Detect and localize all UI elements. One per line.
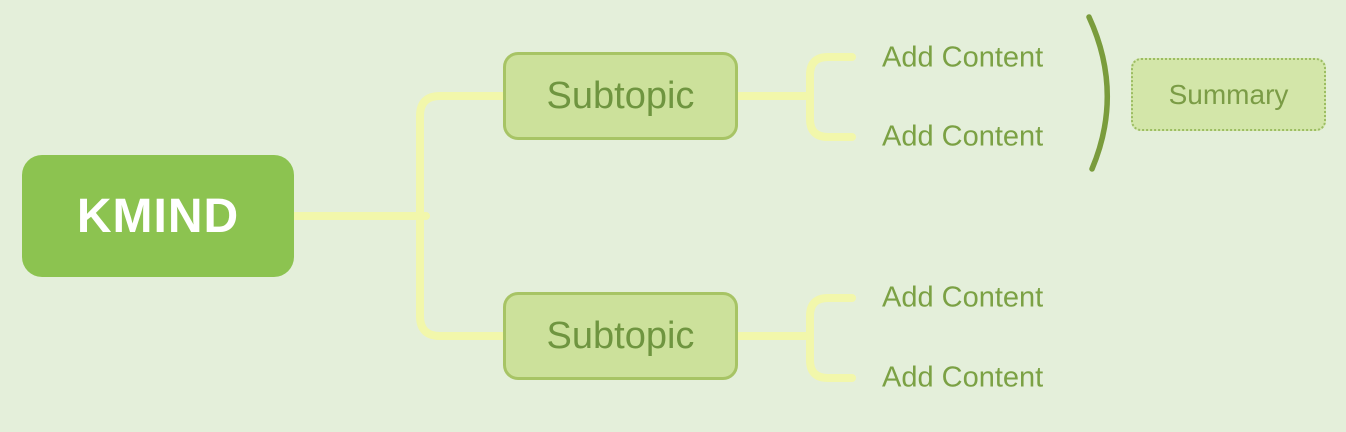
root-topic-node[interactable]: KMIND bbox=[22, 155, 294, 277]
subtopic-top-fork-line bbox=[806, 53, 856, 141]
subtopic-bottom-fork-line bbox=[806, 294, 856, 382]
add-content-placeholder-bottom-1[interactable]: Add Content bbox=[882, 281, 1044, 314]
summary-node[interactable]: Summary bbox=[1131, 58, 1326, 131]
add-content-placeholder-top-2[interactable]: Add Content bbox=[882, 120, 1044, 153]
subtopic-node-top[interactable]: Subtopic bbox=[503, 52, 738, 140]
add-content-placeholder-top-1[interactable]: Add Content bbox=[882, 41, 1044, 74]
add-content-placeholder-bottom-2[interactable]: Add Content bbox=[882, 361, 1044, 394]
root-fork-line bbox=[416, 92, 507, 340]
summary-brace bbox=[1086, 14, 1111, 172]
subtopic-node-bottom[interactable]: Subtopic bbox=[503, 292, 738, 380]
